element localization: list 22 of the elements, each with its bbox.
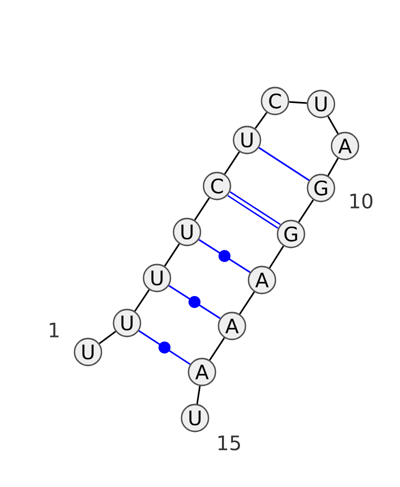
backbone-line bbox=[196, 386, 201, 404]
base-pair-line bbox=[198, 238, 250, 274]
backbone-line bbox=[268, 246, 284, 268]
backbone-line bbox=[164, 243, 180, 267]
position-number: 15 bbox=[218, 436, 240, 450]
position-number: 1 bbox=[50, 322, 59, 338]
backbone-line bbox=[327, 116, 339, 134]
base-pair-line bbox=[168, 284, 220, 320]
backbone-line bbox=[134, 289, 150, 312]
backbone-line bbox=[194, 197, 210, 221]
backbone-line bbox=[327, 158, 339, 176]
base-pair-line bbox=[138, 330, 191, 365]
base-pair-line bbox=[258, 147, 310, 181]
backbone-line bbox=[239, 291, 255, 315]
backbone-line bbox=[224, 151, 240, 175]
backbone-line bbox=[209, 337, 225, 361]
backbone-line bbox=[98, 330, 116, 344]
backbone-line bbox=[254, 112, 268, 129]
base-pair-line bbox=[227, 191, 281, 229]
backbone-line bbox=[289, 101, 307, 104]
position-number: 10 bbox=[350, 193, 372, 209]
backbone-line bbox=[298, 199, 314, 223]
